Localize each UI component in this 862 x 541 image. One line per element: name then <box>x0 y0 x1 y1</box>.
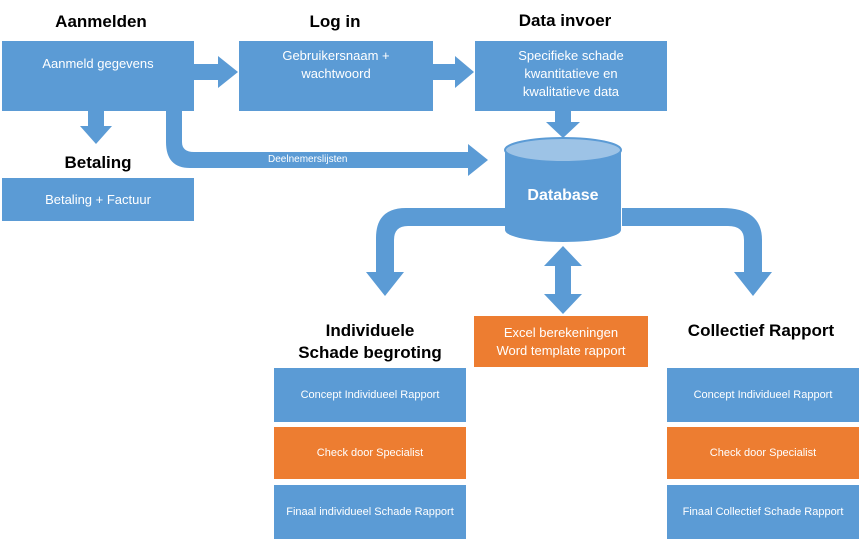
deelnemerslijsten-label: Deelnemerslijsten <box>268 154 348 165</box>
heading-data-invoer: Data invoer <box>518 11 612 30</box>
box-betaling-factuur: Betaling + Factuur <box>2 178 194 221</box>
box-col-concept-rapport: Concept Individueel Rapport <box>667 368 859 422</box>
arrow-database-to-collectief <box>622 208 772 296</box>
arrow-deelnemerslijsten <box>166 111 488 176</box>
box-ind-finaal-rapport: Finaal individueel Schade Rapport <box>274 485 466 539</box>
box-col-finaal-rapport: Finaal Collectief Schade Rapport <box>667 485 859 539</box>
heading-betaling: Betaling <box>64 153 132 172</box>
heading-individuele-schade-begroting: Individuele Schade begroting <box>298 321 442 362</box>
arrow-database-excel-bidirectional <box>544 246 582 314</box>
box-specifieke-schade-data: Specifieke schade kwantitatieve en kwali… <box>475 41 667 111</box>
arrow-data-to-database <box>546 111 580 138</box>
arrow-aanmeld-to-betaling <box>80 111 112 144</box>
database-cylinder <box>504 137 622 242</box>
box-aanmeld-gegevens: Aanmeld gegevens <box>2 41 194 111</box>
heading-collectief-rapport: Collectief Rapport <box>687 321 835 340</box>
heading-aanmelden: Aanmelden <box>55 12 147 31</box>
box-gebruikersnaam-wachtwoord: Gebruikersnaam + wachtwoord <box>239 41 433 111</box>
box-ind-concept-rapport: Concept Individueel Rapport <box>274 368 466 422</box>
box-col-check-specialist: Check door Specialist <box>667 427 859 479</box>
box-excel-word-template: Excel berekeningen Word template rapport <box>474 316 648 367</box>
database-label: Database <box>527 187 599 204</box>
heading-login: Log in <box>309 12 361 31</box>
arrow-aanmeld-to-login <box>194 56 238 88</box>
arrow-login-to-data <box>433 56 474 88</box>
box-ind-check-specialist: Check door Specialist <box>274 427 466 479</box>
arrow-database-to-individuele <box>366 208 505 296</box>
